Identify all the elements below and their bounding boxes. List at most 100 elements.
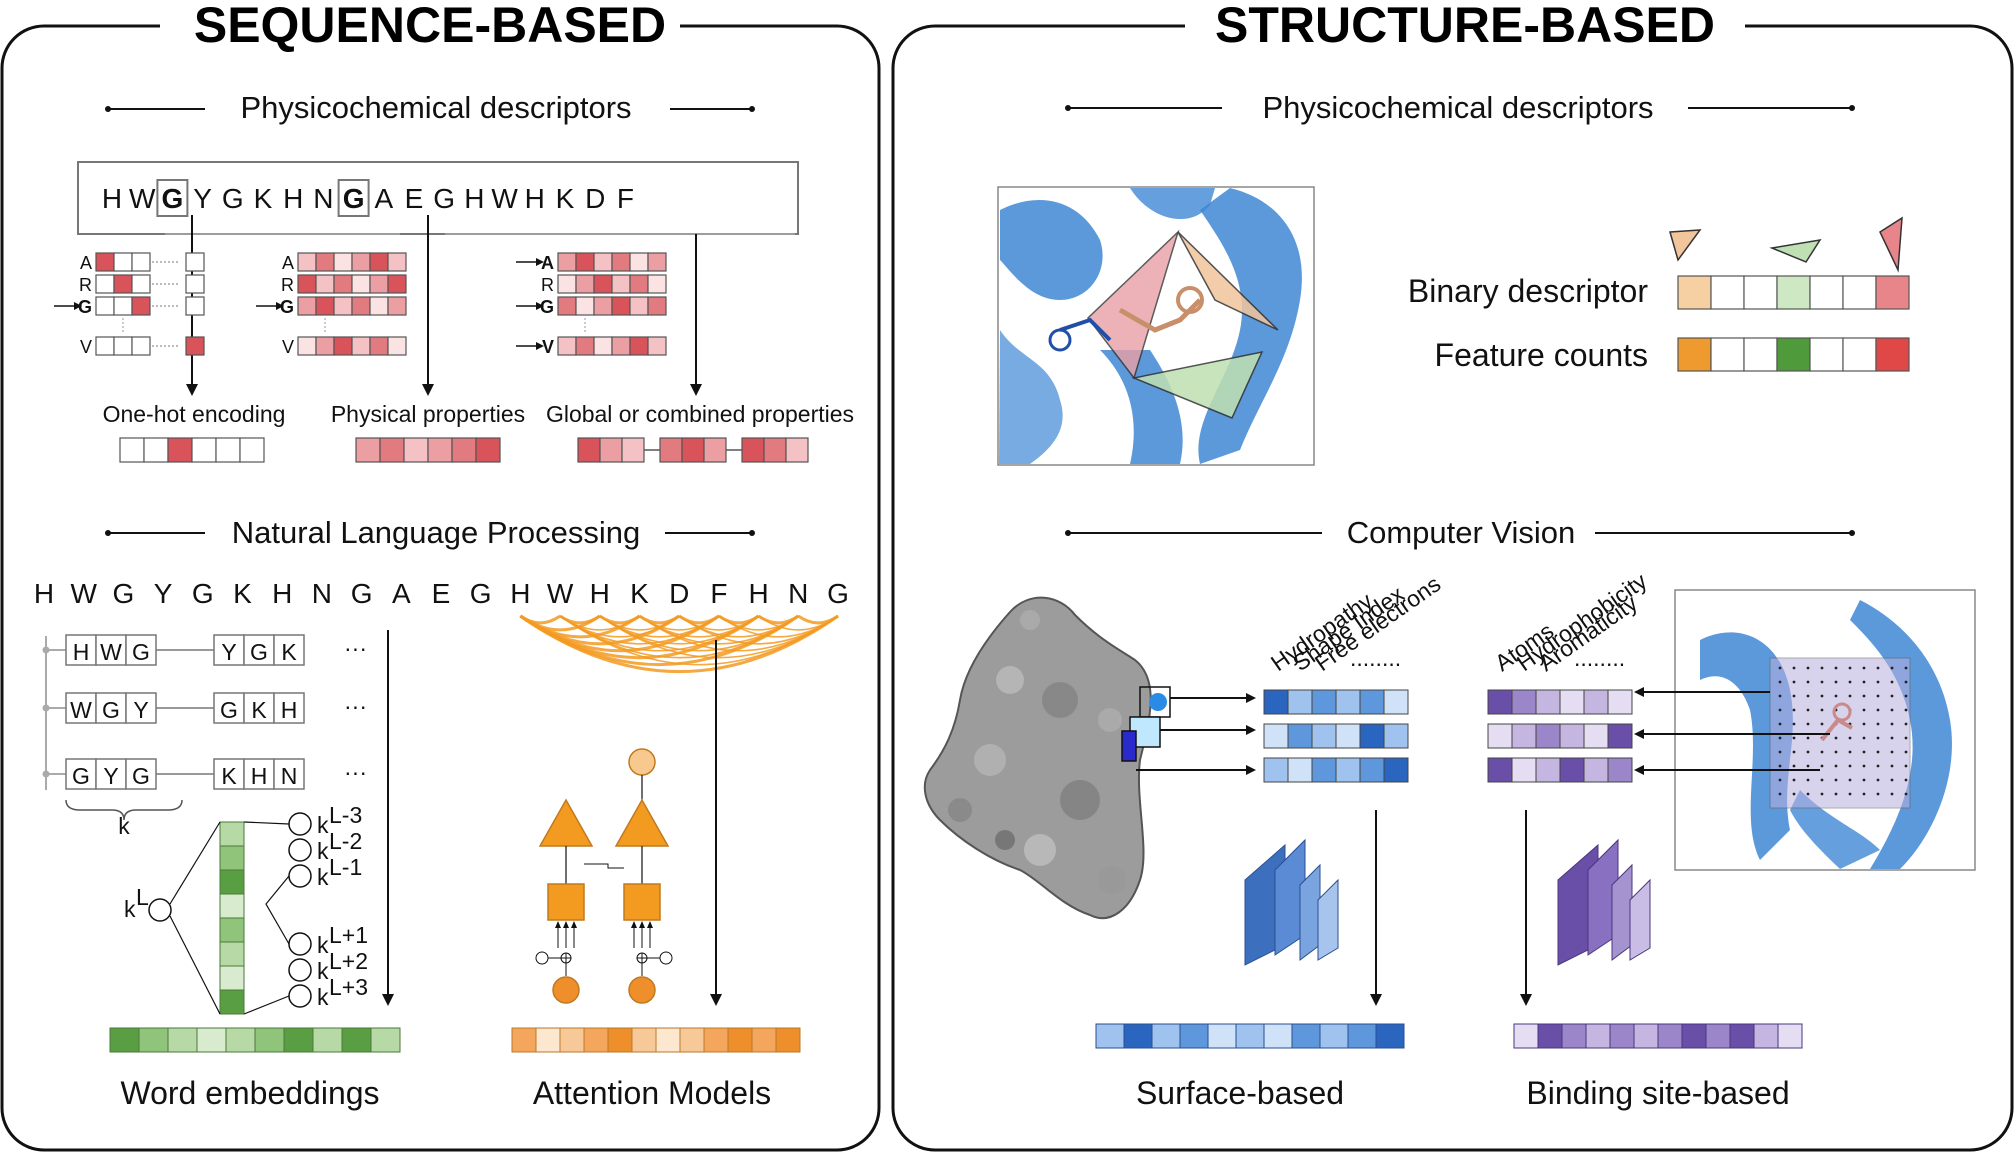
physical-property-cell [451,437,477,463]
attention-embedding-cell [631,1027,657,1053]
matrix-cell [351,274,371,294]
attention-embedding-cell [775,1027,801,1053]
matrix-row-label: A [541,253,554,273]
binary-descriptor-cell [1842,275,1877,310]
site-grid-cell [1607,723,1633,749]
matrix-cell [297,274,317,294]
feature-count-cell [1809,337,1844,372]
context-word-node [288,838,312,862]
physical-properties-label: Physical properties [331,401,525,427]
sequence-letter: G [433,183,455,214]
matrix-cell [113,252,133,272]
kmer-letter: K [221,763,237,789]
surface-grid-cell [1383,757,1409,783]
global-properties-label: Global or combined properties [546,401,854,427]
attention-block [547,883,585,921]
site-output-cell [1585,1023,1611,1049]
matrix-cell [629,336,649,356]
sequence-letter: H [464,183,484,214]
matrix-cell [185,252,205,272]
kmer-letter: Y [103,763,118,789]
matrix-cell [611,336,631,356]
matrix-row-label: V [282,337,294,357]
embedding-cell [219,821,245,847]
sequence-letter: F [617,183,634,214]
matrix-cell [647,296,667,316]
binary-descriptor-cell [1809,275,1844,310]
embedding-cell [219,941,245,967]
surface-grid-cell [1335,757,1361,783]
sequence-based-title: SEQUENCE-BASED [194,0,666,53]
matrix-cell [593,252,613,272]
left-nlp-heading-group: Natural Language Processing [105,515,755,550]
surface-output-cell [1235,1023,1265,1049]
attention-models-label: Attention Models [533,1075,771,1111]
kmer-letter: G [132,763,150,789]
global-property-cell [599,437,623,463]
matrix-row-label: R [541,275,554,295]
context-word-label: k [317,812,329,838]
embedding-cell [219,965,245,991]
matrix-cell [351,296,371,316]
kmer-cell [65,758,97,790]
nlp-sequence-letter: W [70,578,97,609]
word-embedding-cell [312,1027,343,1053]
center-word-node [148,898,172,922]
context-word-node [288,958,312,982]
word-embedding-cell [370,1027,401,1053]
matrix-cell [315,336,335,356]
one-hot-cell [143,437,169,463]
matrix-cell [611,252,631,272]
attention-embedding-cell [535,1027,561,1053]
word-embedding-cell [196,1027,227,1053]
matrix-cell [333,274,353,294]
sequence-letter: H [525,183,545,214]
matrix-cell [557,296,577,316]
sequence-letter: W [491,183,518,214]
surface-feature-grid [1263,689,1409,783]
matrix-cell [369,252,389,272]
site-grid-cell [1535,757,1561,783]
matrix-cell [131,296,151,316]
structure-based-title: STRUCTURE-BASED [1215,0,1715,53]
global-property-cell [741,437,765,463]
kmer-ellipsis: ··· [344,635,367,661]
attention-embedding-cell [727,1027,753,1053]
matrix-cell [351,252,371,272]
one-hot-cell [239,437,265,463]
nlp-sequence-letter: K [630,578,649,609]
binary-descriptor-cell [1677,275,1712,310]
site-output-cell [1705,1023,1731,1049]
binary-descriptor-cell [1776,275,1811,310]
attention-embedding-cell [703,1027,729,1053]
site-output-cell [1753,1023,1779,1049]
attention-embedding-cell [559,1027,585,1053]
word-embedding-cell [283,1027,314,1053]
surface-grid-cell [1311,757,1337,783]
surface-output-cell [1291,1023,1321,1049]
global-property-cell [621,437,645,463]
kmer-letter: G [132,639,150,665]
center-word-sup: L [136,884,149,910]
context-word-node [288,864,312,888]
site-grid-cell [1559,723,1585,749]
kmer-cell [273,758,305,790]
word-embedding-cell [225,1027,256,1053]
matrix-cell [131,252,151,272]
left-physchem-heading-group: Physicochemical descriptors [105,90,755,125]
attention-embedding-cell [679,1027,705,1053]
matrix-row-label: G [78,297,92,317]
nlp-sequence-letter: G [113,578,135,609]
pharmacophore-image [997,186,1315,466]
physical-property-cell [355,437,381,463]
sequence-letter: A [374,183,393,214]
physical-property-cell [403,437,429,463]
physical-property-cell [475,437,501,463]
highlighted-residue-box [337,179,370,217]
nlp-sequence-letter: N [788,578,808,609]
feature-count-cell [1710,337,1745,372]
global-property-cell [703,437,727,463]
nlp-sequence-letter: K [233,578,252,609]
